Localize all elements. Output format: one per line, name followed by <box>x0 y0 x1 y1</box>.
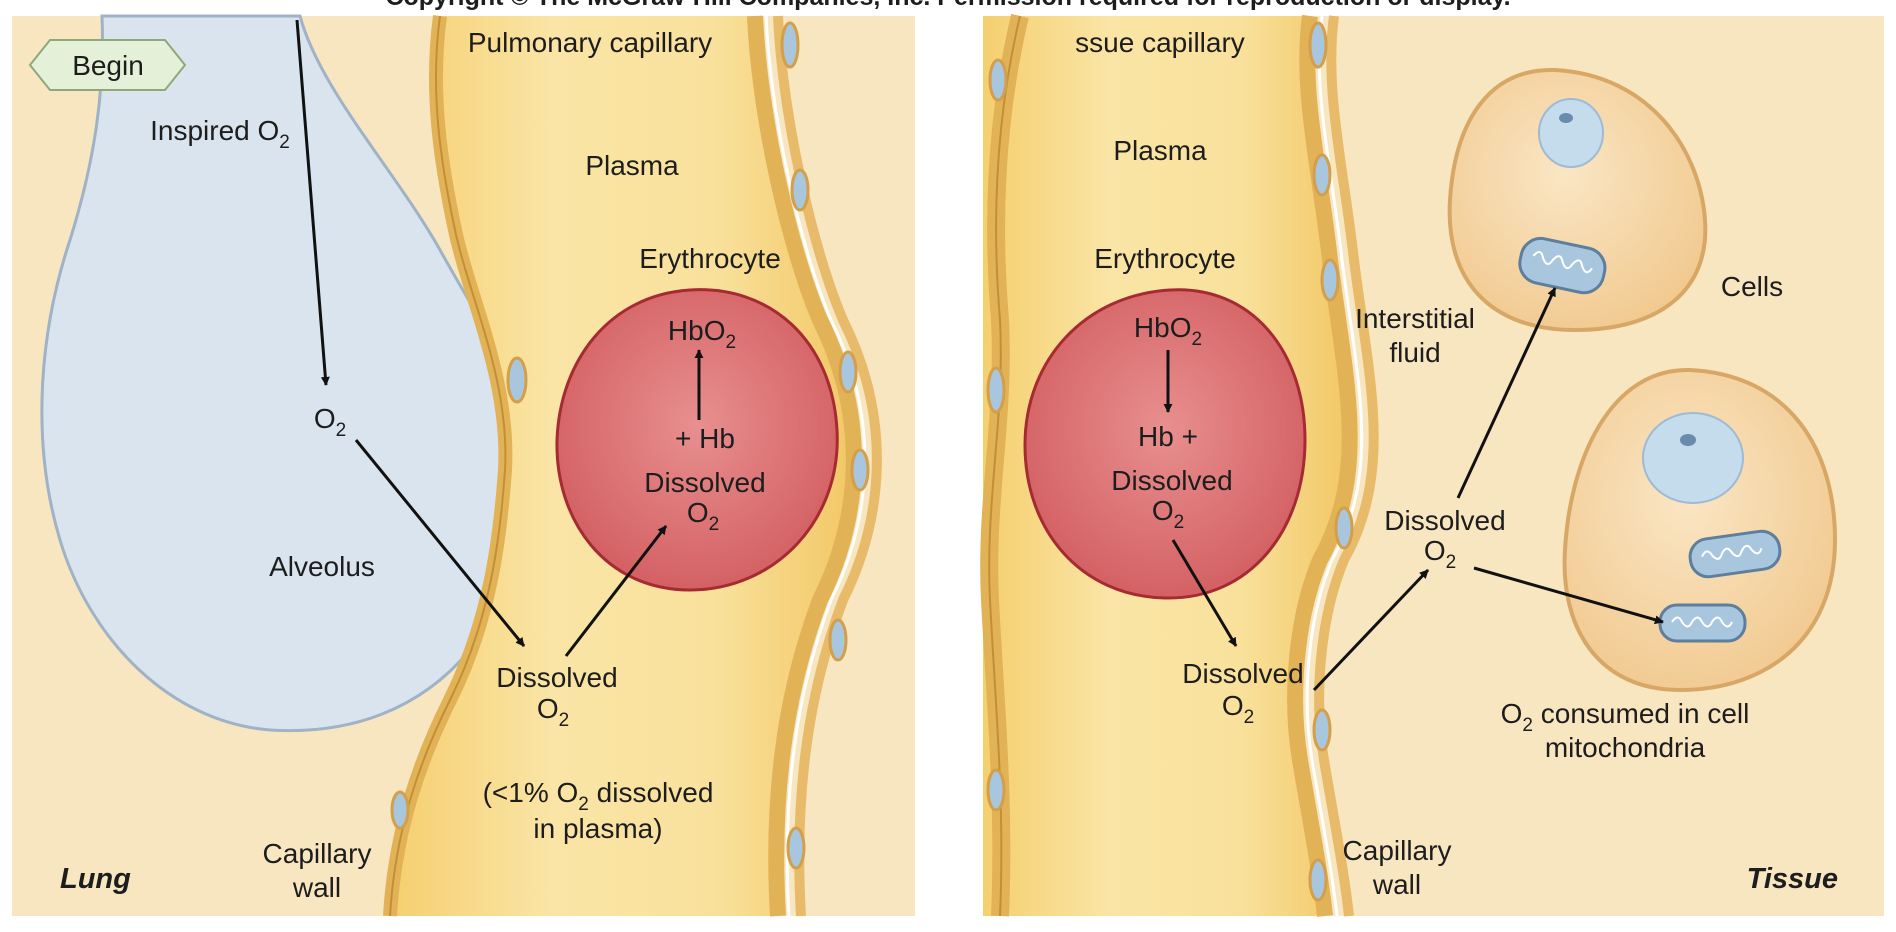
label-consumed-line2: mitochondria <box>1545 732 1706 763</box>
label-o2-alveolus: O2 <box>314 403 346 441</box>
label-interstitial-1: Interstitial <box>1355 303 1475 334</box>
label-capillary-wall-right-1: Capillary <box>1343 835 1452 866</box>
nucleus-lower <box>1642 412 1744 504</box>
arrow-o2-to-dissolved <box>354 439 526 647</box>
label-dissolved-plasma-o2-right: O2 <box>1222 690 1254 728</box>
label-note-line2: in plasma) <box>533 813 662 844</box>
arrow-interstitial-to-lower-cell <box>1473 566 1664 625</box>
lung-panel: Begin Pulmonary capillary Inspired O2 Pl… <box>12 14 915 917</box>
label-dissolved-interstitial: Dissolved <box>1384 505 1505 536</box>
label-capillary-wall-left-1: Capillary <box>263 838 372 869</box>
arrow-plasma-to-interstitial <box>1312 568 1430 692</box>
label-dissolved-plasma-left: Dissolved <box>496 662 617 693</box>
label-capillary-wall-right-2: wall <box>1372 869 1421 900</box>
label-erythrocyte-right: Erythrocyte <box>1094 243 1236 274</box>
label-dissolved-plasma-o2-left: O2 <box>537 693 569 731</box>
erythrocyte-left <box>555 288 839 592</box>
begin-button[interactable]: Begin <box>28 39 187 91</box>
label-hb-plus: Hb + <box>1138 421 1198 452</box>
label-plasma-right: Plasma <box>1113 135 1207 166</box>
label-plasma-left: Plasma <box>585 150 679 181</box>
label-dissolved-rbc-o2-right: O2 <box>1152 495 1184 533</box>
begin-button-label[interactable]: Begin <box>72 50 144 81</box>
label-inspired-o2: Inspired O2 <box>150 115 290 153</box>
alveolus-shape <box>40 14 532 733</box>
label-dissolved-rbc-o2-left: O2 <box>687 497 719 535</box>
copyright-line: Copyright © The McGraw-Hill Companies, I… <box>385 0 1510 11</box>
label-note-line1: (<1% O2 dissolved <box>483 777 714 815</box>
label-lung: Lung <box>60 863 131 895</box>
erythrocyte-right <box>1023 288 1307 600</box>
label-consumed-line1: O2 consumed in cell <box>1501 698 1750 736</box>
label-hbo2-right: HbO2 <box>1134 312 1202 350</box>
tissue-panel: ssue capillary Plasma Erythrocyte HbO2 H… <box>980 13 1884 917</box>
label-erythrocyte-left: Erythrocyte <box>639 243 781 274</box>
label-interstitial-2: fluid <box>1389 337 1440 368</box>
mitochondrion-lower-1 <box>1688 529 1782 579</box>
label-dissolved-plasma-right: Dissolved <box>1182 658 1303 689</box>
label-alveolus: Alveolus <box>269 551 375 582</box>
tissue-cell-lower <box>1562 367 1838 693</box>
label-capillary-wall-left-2: wall <box>292 872 341 903</box>
label-dissolved-rbc-right: Dissolved <box>1111 465 1232 496</box>
nucleus-upper <box>1538 98 1604 168</box>
label-pulmonary-capillary: Pulmonary capillary <box>468 27 712 58</box>
label-plus-hb: + Hb <box>675 423 735 454</box>
label-tissue-capillary: ssue capillary <box>1075 27 1245 58</box>
arrow-rbc-to-plasma <box>1171 539 1238 647</box>
label-dissolved-interstitial-o2: O2 <box>1424 535 1456 573</box>
label-cells: Cells <box>1721 271 1783 302</box>
label-dissolved-rbc-left: Dissolved <box>644 467 765 498</box>
arrow-interstitial-to-upper-cell <box>1456 287 1557 499</box>
arrow-plasma-to-rbc <box>564 525 668 657</box>
tissue-cell-upper <box>1447 67 1708 333</box>
label-hbo2-left: HbO2 <box>668 315 736 353</box>
arrow-inspired-to-o2 <box>295 19 330 386</box>
label-tissue: Tissue <box>1747 863 1838 895</box>
